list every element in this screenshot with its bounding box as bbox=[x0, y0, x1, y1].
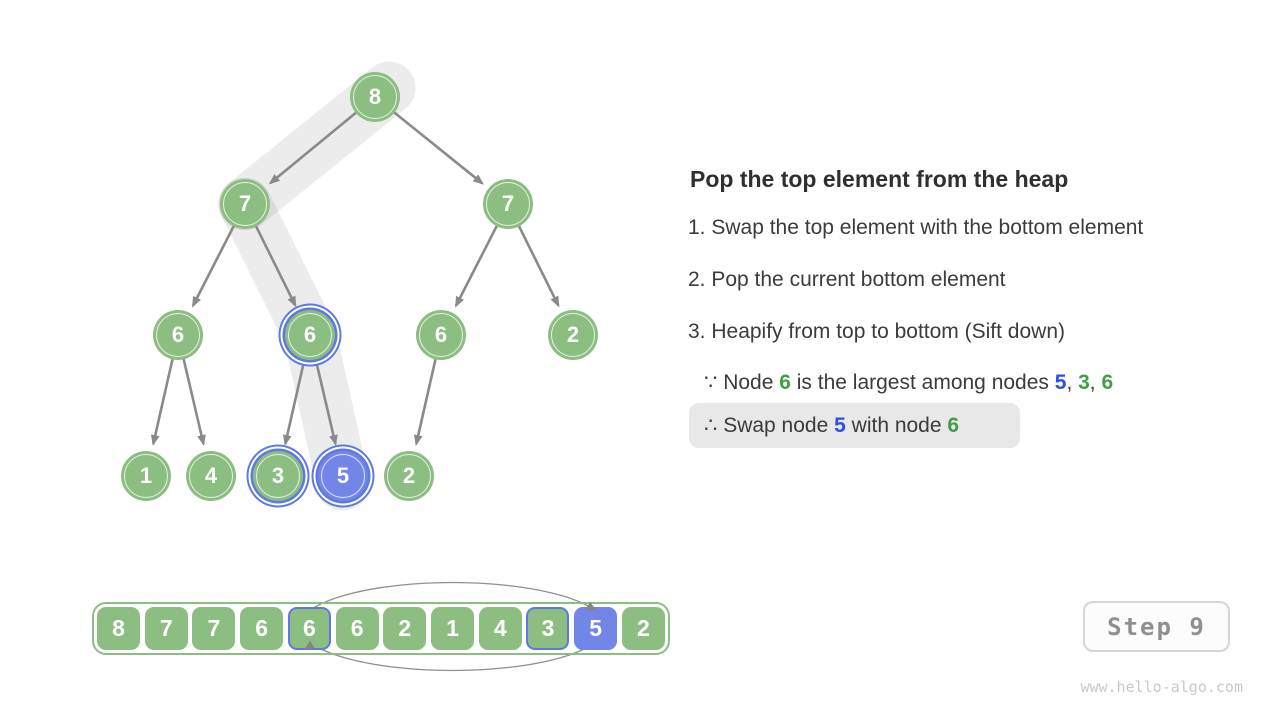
text-segment: 6 bbox=[1101, 371, 1114, 394]
conclusion-highlight-box: ∴ Swap node 5 with node 6 bbox=[689, 403, 1020, 448]
tree-node-1: 1 bbox=[121, 451, 171, 501]
tree-node-5: 5 bbox=[318, 451, 368, 501]
tree-node-6: 6 bbox=[153, 310, 203, 360]
text-segment: 3 bbox=[1078, 371, 1090, 394]
conclusion-line: ∴ Swap node 5 with node 6 bbox=[704, 413, 959, 438]
instruction-step-1: 1. Swap the top element with the bottom … bbox=[688, 216, 1144, 239]
text-segment: with node bbox=[845, 414, 948, 437]
array-cell-3: 6 bbox=[240, 607, 284, 650]
text-segment: 5 bbox=[834, 414, 846, 437]
text-segment: ∵ Node bbox=[704, 371, 780, 394]
array-cell-5: 6 bbox=[335, 607, 379, 650]
step-badge: Step 9 bbox=[1083, 601, 1230, 652]
array-cell-2: 7 bbox=[192, 607, 236, 650]
instruction-step-2: 2. Pop the current bottom element bbox=[688, 268, 1006, 291]
tree-node-2: 2 bbox=[548, 310, 598, 360]
instruction-step-3: 3. Heapify from top to bottom (Sift down… bbox=[688, 320, 1065, 343]
array-cell-8: 4 bbox=[478, 607, 522, 650]
tree-node-6: 6 bbox=[416, 310, 466, 360]
watermark: www.hello-algo.com bbox=[1080, 678, 1243, 696]
array-cell-7: 1 bbox=[431, 607, 475, 650]
array-cell-11: 2 bbox=[621, 607, 665, 650]
array-cell-10: 5 bbox=[574, 607, 618, 650]
array-cell-6: 2 bbox=[383, 607, 427, 650]
text-segment: , bbox=[1066, 371, 1079, 394]
array-cell-4: 6 bbox=[287, 607, 331, 650]
array-cell-9: 3 bbox=[526, 607, 570, 650]
tree-node-8: 8 bbox=[350, 72, 400, 122]
text-segment: , bbox=[1089, 371, 1102, 394]
text-segment: ∴ Swap node bbox=[704, 414, 835, 437]
reason-line: ∵ Node 6 is the largest among nodes 5, 3… bbox=[704, 370, 1113, 395]
text-segment: 6 bbox=[779, 371, 791, 394]
tree-node-7: 7 bbox=[483, 179, 533, 229]
tree-node-3: 3 bbox=[253, 451, 303, 501]
tree-node-7: 7 bbox=[220, 179, 270, 229]
tree-node-6: 6 bbox=[285, 310, 335, 360]
text-segment: is the largest among nodes bbox=[790, 371, 1055, 394]
tree-node-2: 2 bbox=[384, 451, 434, 501]
text-segment: 5 bbox=[1054, 371, 1067, 394]
text-segment: 6 bbox=[947, 414, 960, 437]
array-cell-0: 8 bbox=[97, 607, 140, 650]
array-cell-1: 7 bbox=[144, 607, 188, 650]
tree-node-4: 4 bbox=[186, 451, 236, 501]
panel-title: Pop the top element from the heap bbox=[690, 166, 1069, 192]
